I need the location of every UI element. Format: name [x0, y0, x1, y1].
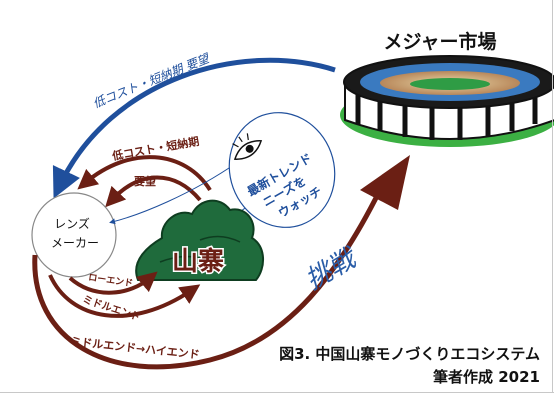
watch-line-1 — [109, 161, 239, 225]
middle-end-label: ミドルエンド — [81, 293, 142, 323]
mountain-icon — [135, 199, 264, 281]
top-demand-label: 低コスト・短納期 要望 — [91, 51, 213, 111]
demand-arrow-brown-outer — [77, 155, 212, 192]
demand-arrow-blue — [52, 57, 336, 199]
middle-end-arrow — [48, 274, 201, 318]
challenge-arrow — [32, 188, 383, 370]
inner-demand-line2: 要望 — [134, 174, 156, 188]
demand-arrow-brown-inner — [105, 175, 202, 208]
low-end-label: ローエンド — [88, 272, 134, 289]
figure-credit: 筆者作成 2021 — [433, 368, 540, 386]
shanzhai-label: 山寨 — [172, 246, 224, 277]
stadium-icon — [340, 55, 554, 147]
eye-icon — [232, 133, 263, 160]
lens-maker-line2: メーカー — [51, 236, 99, 250]
lens-maker-node — [31, 192, 117, 278]
frame-line-right — [552, 0, 553, 392]
frame-line-bottom — [0, 392, 554, 393]
major-market-label: メジャー市場 — [383, 30, 496, 53]
challenge-arrowhead — [360, 155, 410, 210]
low-end-arrow — [68, 271, 158, 295]
lens-maker-line1: レンズ — [54, 216, 90, 231]
middle-to-high-label: ミドルエンド→ハイエンド — [70, 335, 201, 362]
figure-caption: 図3. 中国山寨モノづくりエコシステム — [279, 345, 540, 363]
challenge-label: 挑戦 — [301, 243, 364, 296]
